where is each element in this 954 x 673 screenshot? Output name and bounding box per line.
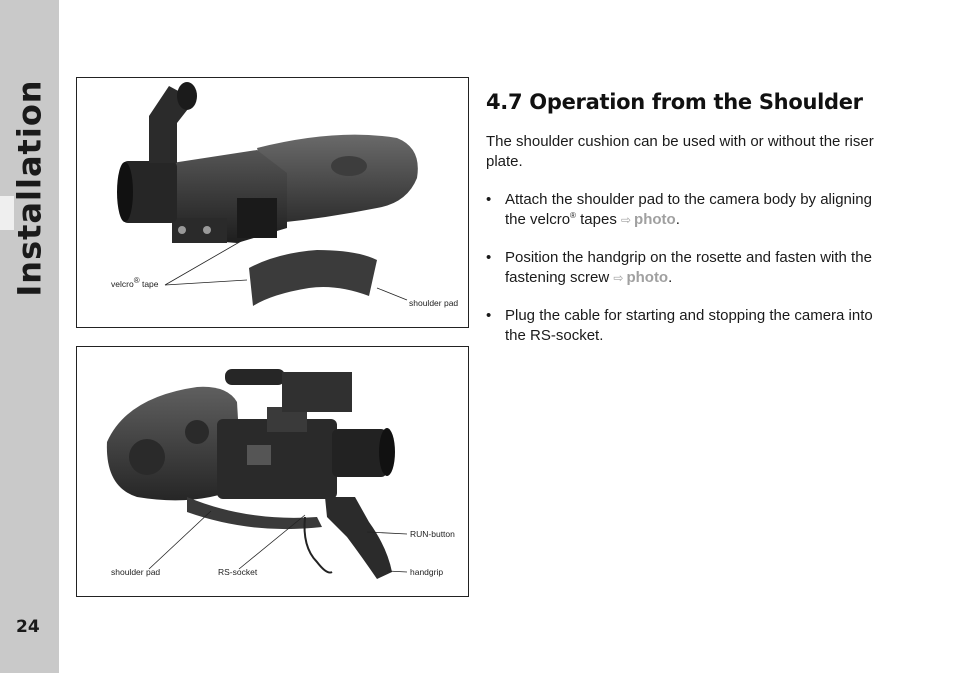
photo-reference-text: photo: [634, 211, 676, 228]
bullet-text-end: .: [668, 269, 673, 286]
arrow-right-outline-icon: ⇨: [613, 271, 624, 285]
registered-mark: ®: [133, 276, 140, 286]
section-content: 4.7 Operation from the Shoulder The shou…: [486, 90, 886, 346]
bullet-icon: •: [486, 249, 492, 266]
intro-paragraph: The shoulder cushion can be used with or…: [486, 133, 874, 170]
shoulder-pad-label-top: shoulder pad: [409, 298, 459, 308]
bullet-text-end: .: [675, 211, 680, 228]
rs-socket-label: RS-socket: [218, 567, 258, 577]
instruction-list: • Attach the shoulder pad to the camera b…: [486, 190, 886, 346]
bullet-text-middle: tapes: [575, 211, 621, 228]
sidebar: Installation: [0, 0, 59, 673]
list-item: • Plug the cable for starting and stoppin…: [486, 306, 880, 346]
registered-mark: ®: [570, 211, 576, 220]
shoulder-pad-label-bottom: shoulder pad: [111, 567, 161, 577]
sidebar-tab-marker: [0, 196, 14, 230]
photo-reference-text: photo: [626, 269, 669, 286]
bullet-icon: •: [486, 307, 492, 324]
list-item: • Position the handgrip on the rosette an…: [486, 248, 880, 288]
bullet-text: Attach the shoulder pad to the camera bo…: [505, 191, 872, 228]
camera-top-illustration: [117, 82, 418, 306]
sidebar-title-wrap: Installation: [6, 78, 54, 298]
run-button-label: RUN-button: [410, 529, 455, 539]
photo-reference-link[interactable]: ⇨photo: [621, 211, 676, 228]
camera-photo-bottom: RUN-button shoulder pad RS-socket handgr…: [76, 346, 469, 597]
velcro-tape-label: velcro® tape: [111, 276, 159, 289]
camera-photo-top: velcro® tape shoulder pad: [76, 77, 469, 328]
velcro-label-text: velcro: [111, 279, 134, 289]
chapter-title: Installation: [11, 79, 49, 297]
section-heading: 4.7 Operation from the Shoulder: [486, 90, 863, 114]
handgrip-label: handgrip: [410, 567, 444, 577]
arrow-right-outline-icon: ⇨: [620, 213, 632, 227]
bullet-icon: •: [486, 191, 492, 208]
bullet-text: Plug the cable for starting and stopping…: [505, 307, 873, 344]
page-number: 24: [16, 617, 40, 637]
camera-bottom-illustration: [106, 369, 408, 579]
list-item: • Attach the shoulder pad to the camera b…: [486, 190, 880, 230]
photo-reference-link[interactable]: ⇨photo: [613, 269, 668, 286]
tape-label-text: tape: [139, 279, 159, 289]
bullet-text: Position the handgrip on the rosette and…: [505, 249, 872, 286]
